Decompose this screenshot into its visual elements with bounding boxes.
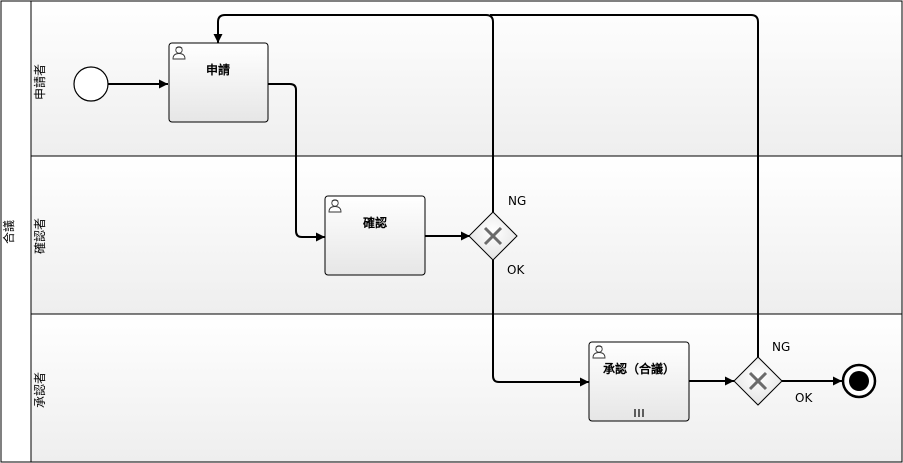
flow-gw1-ok-to-approve[interactable] <box>492 260 589 387</box>
sequence-flows <box>108 14 842 387</box>
gateway-2-ok-label: OK <box>795 391 813 405</box>
end-event[interactable] <box>841 363 877 399</box>
pool-label: 合議 <box>1 220 16 244</box>
exclusive-x-icon <box>748 371 768 391</box>
pool-header <box>0 0 32 463</box>
task-label-approve: 承認（合議） <box>603 361 675 376</box>
gateway-2-ng-label: NG <box>772 340 790 354</box>
user-icon <box>172 46 186 60</box>
lane-label-approver: 承認者 <box>32 372 47 408</box>
lane-applicant: 申請者 <box>30 0 903 157</box>
flow-apply-to-confirm[interactable] <box>268 83 325 242</box>
user-icon <box>592 345 606 359</box>
task-confirm[interactable]: 確認 <box>324 195 426 276</box>
gateway-1-ng-label: NG <box>508 194 526 208</box>
task-label-confirm: 確認 <box>363 215 387 230</box>
task-approve[interactable]: 承認（合議） <box>588 341 690 422</box>
user-icon <box>328 199 342 213</box>
task-label-apply: 申請 <box>206 62 230 77</box>
task-apply[interactable]: 申請 <box>168 42 269 123</box>
flow-gw1-ng-to-apply[interactable] <box>213 14 494 212</box>
gateway-1-ok-label: OK <box>507 263 525 277</box>
parallel-bars-icon <box>634 409 644 417</box>
start-event[interactable] <box>73 66 109 102</box>
lane-label-confirmer: 確認者 <box>32 218 47 254</box>
gateway-1[interactable] <box>468 211 518 261</box>
gateway-2[interactable] <box>733 356 783 406</box>
lane-label-applicant: 申請者 <box>33 64 47 100</box>
exclusive-x-icon <box>483 226 503 246</box>
flow-gw2-ng-to-apply[interactable] <box>490 14 759 357</box>
